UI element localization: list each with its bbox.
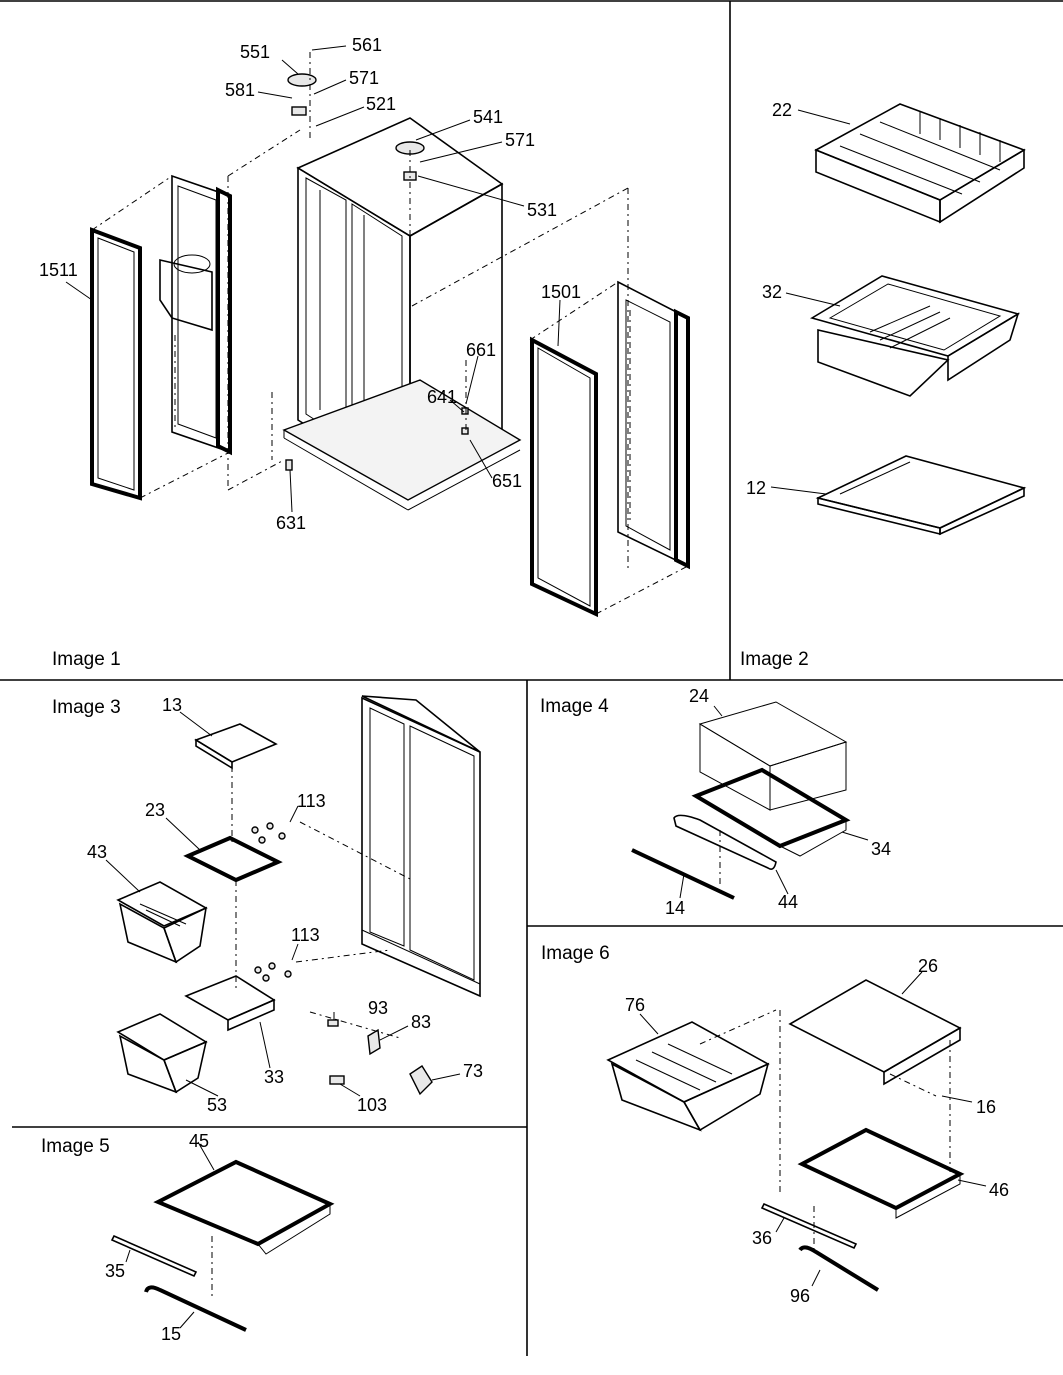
image-1-guide-lines	[91, 52, 689, 615]
callout-45: 45	[189, 1131, 209, 1151]
callout-83: 83	[411, 1012, 431, 1032]
callout-34: 34	[871, 839, 891, 859]
bin-53-drawing	[116, 1013, 208, 1094]
callout-46: 46	[989, 1180, 1009, 1200]
small-parts-drawing	[251, 822, 433, 1096]
image-6-guide-lines	[699, 1009, 951, 1250]
callout-521: 521	[366, 94, 396, 114]
callout-581: 581	[225, 80, 255, 100]
callout-14: 14	[665, 898, 685, 918]
callout-113-upper: 113	[297, 791, 326, 811]
callout-44: 44	[778, 892, 798, 912]
image-6-shelf-assembly: 76 26 16 46 36 96	[606, 956, 1009, 1306]
image-1-cabinet-assembly: 551 561 571 581 521 541 571 531 1511 150…	[39, 35, 690, 618]
callout-661: 661	[466, 340, 496, 360]
callout-541: 541	[473, 107, 503, 127]
callout-33: 33	[264, 1067, 284, 1087]
panel-caption-6: Image 6	[541, 943, 610, 964]
image-6-leaders	[639, 971, 987, 1287]
shelf-13-drawing	[194, 723, 278, 770]
cabinet-body-drawing	[282, 117, 522, 511]
panel-caption-5: Image 5	[41, 1136, 110, 1157]
trim-15-drawing	[144, 1285, 247, 1332]
panel-caption-4: Image 4	[540, 696, 609, 717]
wire-basket-22-drawing	[814, 103, 1026, 224]
image-3-guide-lines	[231, 766, 413, 1039]
shelf-12-drawing	[815, 455, 1027, 536]
callout-16: 16	[976, 1097, 996, 1117]
drawer-32-drawing	[809, 275, 1021, 397]
shelf-45-drawing	[153, 1159, 335, 1255]
callout-73: 73	[463, 1061, 483, 1081]
shelf-46-drawing	[797, 1127, 965, 1219]
shelf-33-drawing	[184, 975, 276, 1032]
callout-651: 651	[492, 471, 522, 491]
shelf-23-drawing	[183, 835, 283, 883]
image-4-shelf-assembly: 24 34 14 44	[631, 686, 891, 918]
panel-caption-2: Image 2	[740, 649, 809, 670]
shelf-frame-34-drawing	[691, 767, 851, 857]
image-2-shelves: 22 32 12	[746, 100, 1027, 536]
callout-24: 24	[689, 686, 709, 706]
callout-561: 561	[352, 35, 382, 55]
gasket-1501-drawing	[530, 336, 598, 618]
callout-93: 93	[368, 998, 388, 1018]
bracket-35-drawing	[110, 1234, 198, 1278]
callout-551: 551	[240, 42, 270, 62]
panel-caption-3: Image 3	[52, 697, 121, 718]
trim-14-drawing	[631, 848, 735, 900]
image-3-freezer-shelves: 13 113 23 43 113 93 83 73 33 53 103	[87, 695, 483, 1115]
callout-1501: 1501	[541, 282, 581, 302]
callout-22: 22	[772, 100, 792, 120]
callout-571-upper: 571	[349, 68, 379, 88]
bin-43-drawing	[116, 881, 208, 964]
image-5-shelf-assembly: 45 35 15	[105, 1131, 335, 1344]
callout-35: 35	[105, 1261, 125, 1281]
callout-571-lower: 571	[505, 130, 535, 150]
callout-103: 103	[357, 1095, 387, 1115]
callout-1511: 1511	[39, 260, 78, 280]
trim-44-drawing	[673, 814, 777, 870]
cabinet-section-drawing	[361, 695, 481, 998]
callout-12: 12	[746, 478, 766, 498]
callout-23: 23	[145, 800, 165, 820]
panel-caption-1: Image 1	[52, 649, 121, 670]
callout-53: 53	[207, 1095, 227, 1115]
callout-531: 531	[527, 200, 557, 220]
bracket-36-drawing	[760, 1202, 858, 1250]
fresh-food-door-drawing	[617, 280, 690, 570]
callout-13: 13	[162, 695, 182, 715]
callout-631: 631	[276, 513, 306, 533]
callout-96: 96	[790, 1286, 810, 1306]
image-3-leaders	[105, 711, 461, 1097]
box-24-drawing	[698, 701, 848, 811]
callout-641: 641	[427, 387, 457, 407]
bin-76-drawing	[606, 1021, 770, 1132]
callout-113-lower: 113	[291, 925, 320, 945]
callout-15: 15	[161, 1324, 181, 1344]
shelf-26-drawing	[788, 979, 962, 1086]
callout-36: 36	[752, 1228, 772, 1248]
freezer-door-drawing	[159, 174, 232, 456]
callout-32: 32	[762, 282, 782, 302]
callout-76: 76	[625, 995, 645, 1015]
callout-26: 26	[918, 956, 938, 976]
callout-43: 43	[87, 842, 107, 862]
image-1-leaders	[65, 45, 561, 513]
trim-96-drawing	[798, 1245, 880, 1292]
gasket-1511-drawing	[90, 227, 142, 501]
